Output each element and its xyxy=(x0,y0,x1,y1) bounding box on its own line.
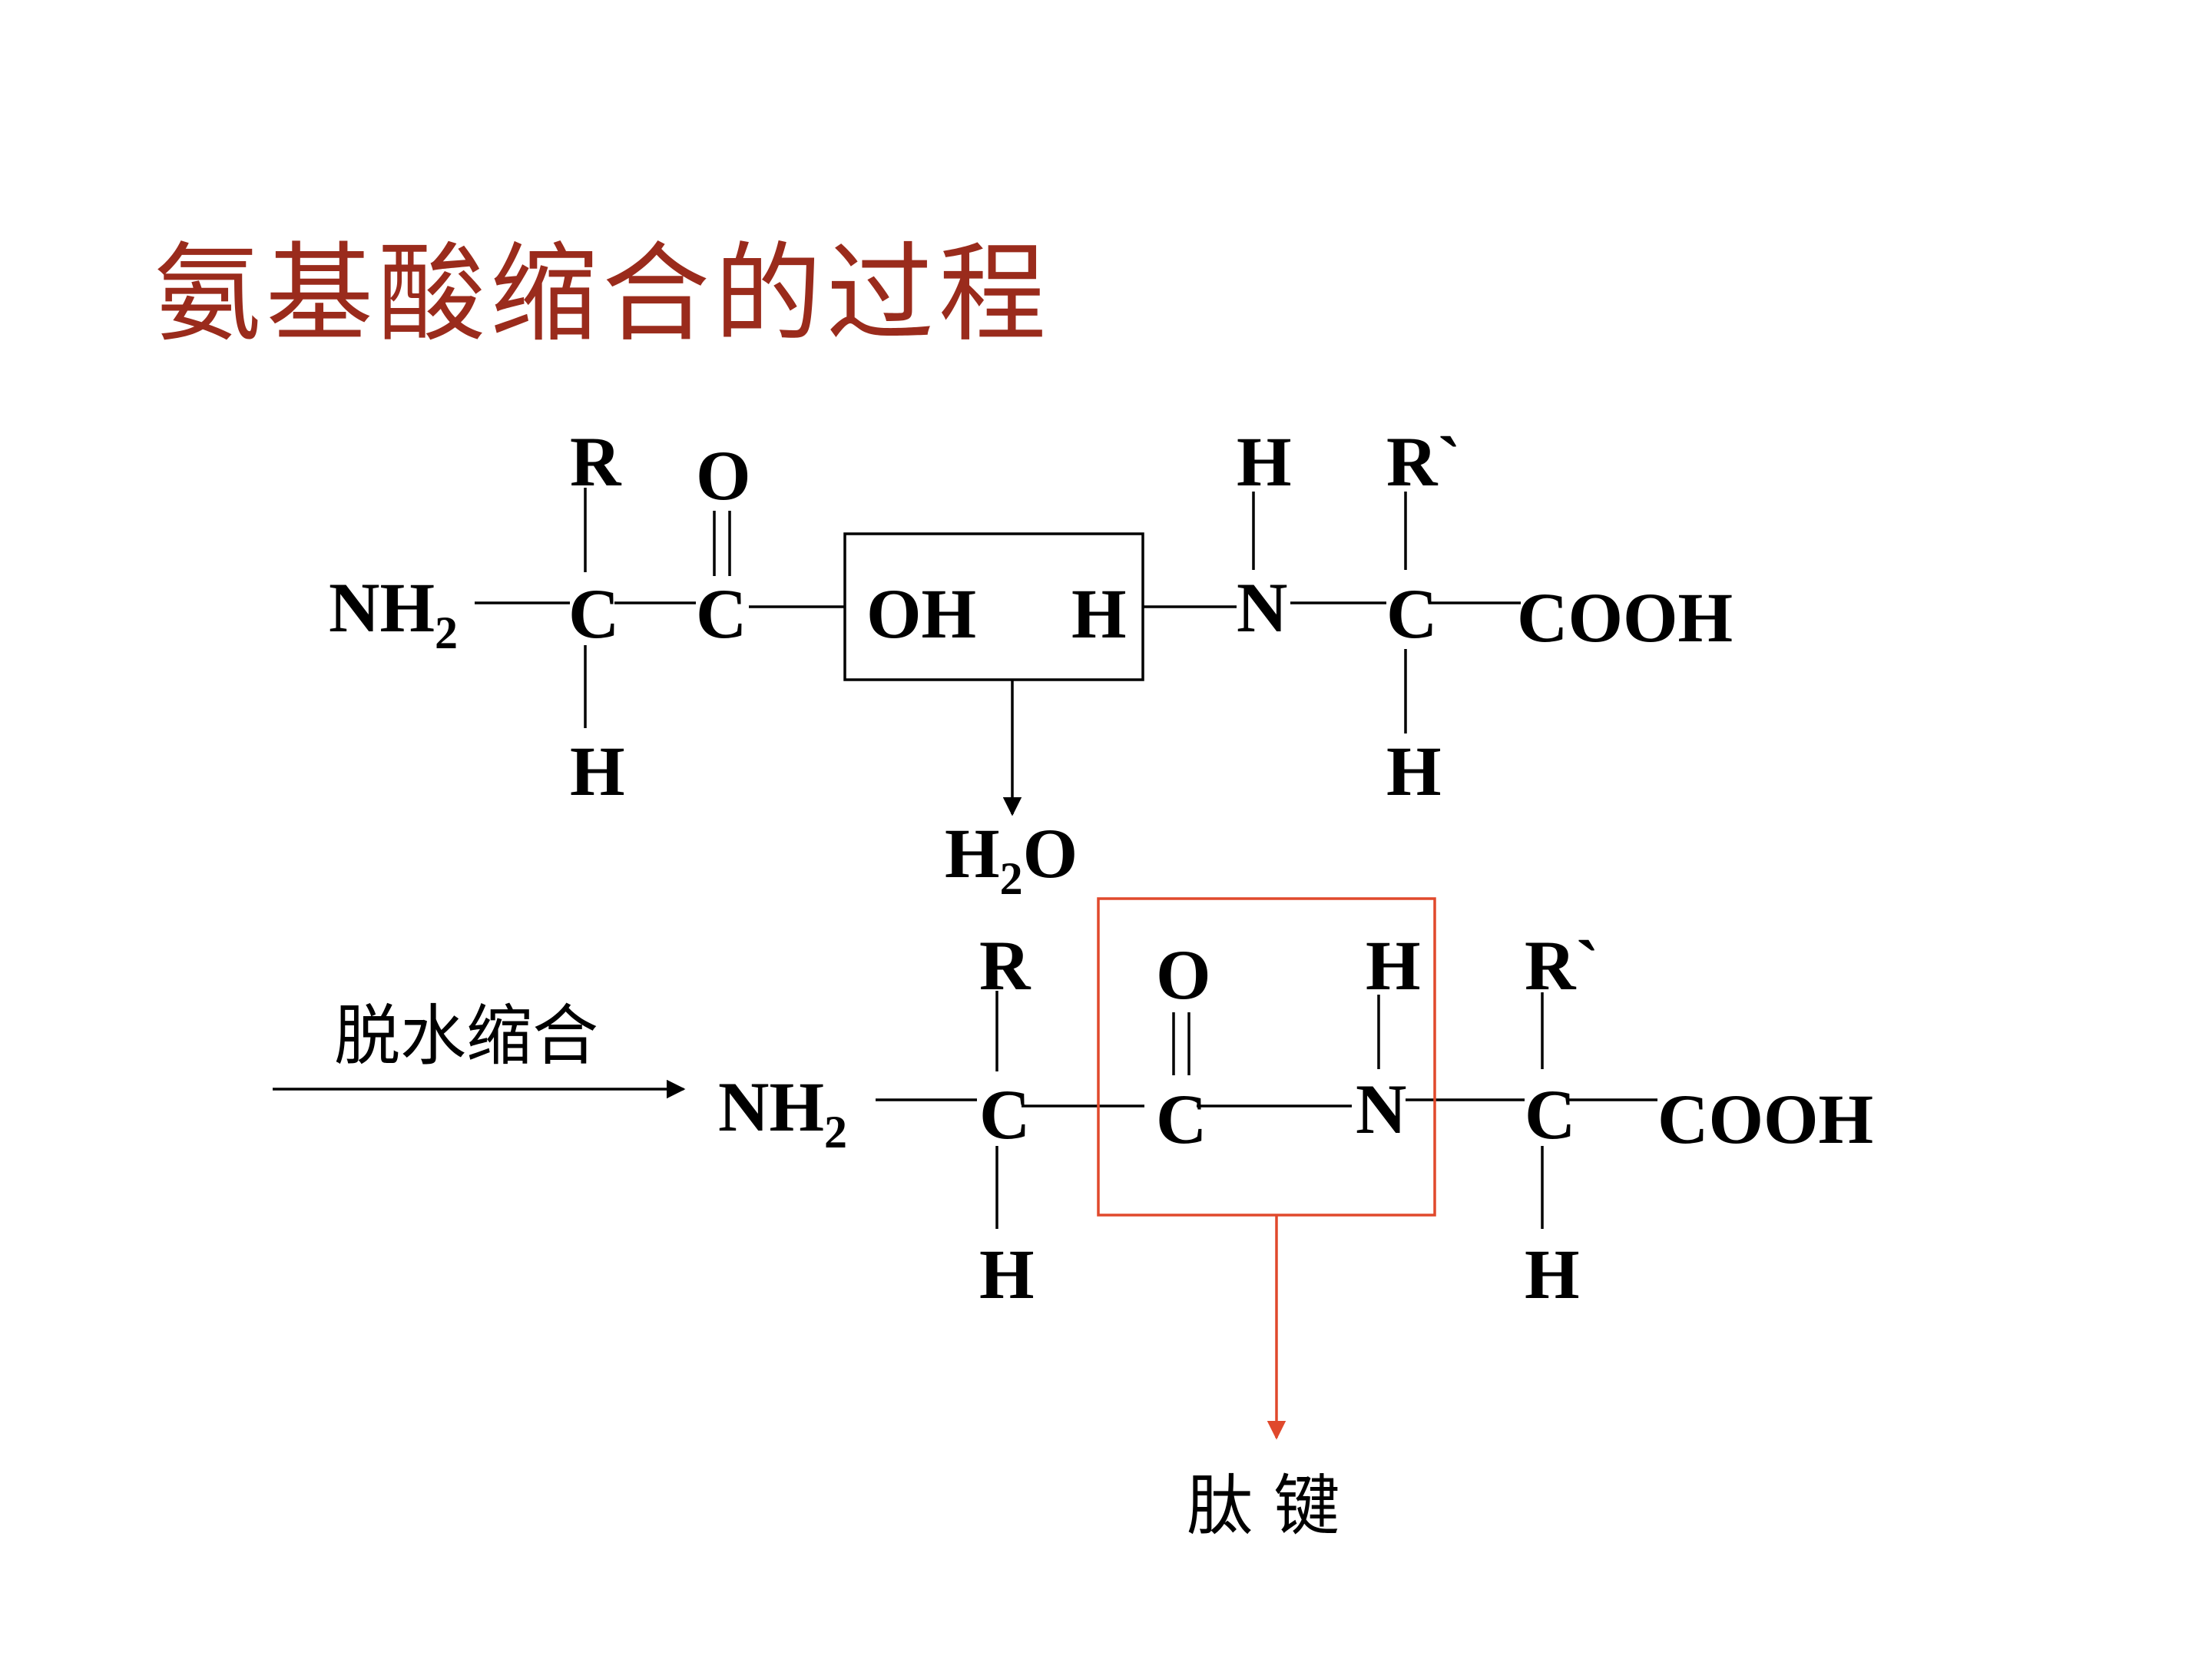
product-structure: NH2 C R H C O N H C R` H COOH xyxy=(718,897,1873,1440)
reactant-r: R xyxy=(570,422,622,501)
reaction-label: 脱水缩合 xyxy=(334,998,598,1075)
peptide-bond-box xyxy=(1097,897,1436,1217)
product-h-on-n: H xyxy=(1366,926,1421,1005)
water-removal-box xyxy=(843,532,1144,681)
reactant-c1: C xyxy=(568,575,619,653)
reactant-c3: C xyxy=(1386,575,1437,653)
product-c3: C xyxy=(1525,1075,1575,1154)
reactant-n: N xyxy=(1237,568,1287,647)
reactant-structure: NH2 C R H C O OH H N H C R` H COOH H2O xyxy=(329,422,1733,904)
product-c2: C xyxy=(1156,1080,1207,1158)
peptide-bond-label: 肽 键 xyxy=(1187,1468,1339,1545)
product-h-below2: H xyxy=(1525,1235,1580,1313)
reactant-c2: C xyxy=(696,575,747,653)
water-label: H2O xyxy=(945,814,1078,904)
product-n: N xyxy=(1356,1070,1406,1148)
reactant-h-below2: H xyxy=(1386,732,1442,810)
reactant-o: O xyxy=(696,436,751,515)
product-r: R xyxy=(979,926,1031,1005)
product-c1: C xyxy=(979,1075,1030,1154)
product-r-prime: R` xyxy=(1525,926,1599,1005)
product-o: O xyxy=(1156,935,1211,1014)
reactant-oh: OH xyxy=(866,575,976,653)
product-cooh: COOH xyxy=(1657,1080,1873,1158)
reactant-h-below: H xyxy=(570,732,625,810)
reactant-cooh: COOH xyxy=(1517,578,1733,657)
reactant-h-on-n: H xyxy=(1237,422,1292,501)
reactant-nh2: NH2 xyxy=(329,568,458,658)
product-nh2: NH2 xyxy=(718,1068,847,1157)
page-title: 氨基酸缩合的过程 xyxy=(154,232,1051,357)
reactant-h-removed: H xyxy=(1071,575,1127,653)
product-h-below: H xyxy=(979,1235,1035,1313)
reactant-r-prime: R` xyxy=(1386,422,1461,501)
